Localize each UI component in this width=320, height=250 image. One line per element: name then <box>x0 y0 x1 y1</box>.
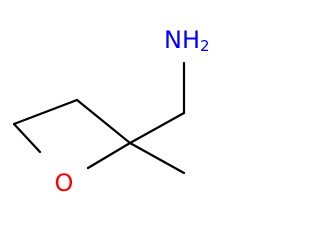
bond-ring-top-carbon-to-quaternary <box>75 98 132 145</box>
bond-ring-top-carbon-to-left-carbon <box>12 98 79 126</box>
molecule-structure-diagram: NH2 O <box>12 26 210 197</box>
oxygen-atom-label: O <box>55 169 74 197</box>
nh2-atom-label: NH2 <box>164 26 210 55</box>
bond-quaternary-carbon-ch2 <box>128 111 186 145</box>
nh2-symbol: NH <box>164 26 200 54</box>
bond-ring-oxygen-to-quaternary-carbon <box>86 141 132 170</box>
nh2-subscript: 2 <box>200 37 210 55</box>
bond-quaternary-carbon-methyl <box>128 141 186 175</box>
bond-ring-left-carbon-to-oxygen <box>12 122 42 154</box>
